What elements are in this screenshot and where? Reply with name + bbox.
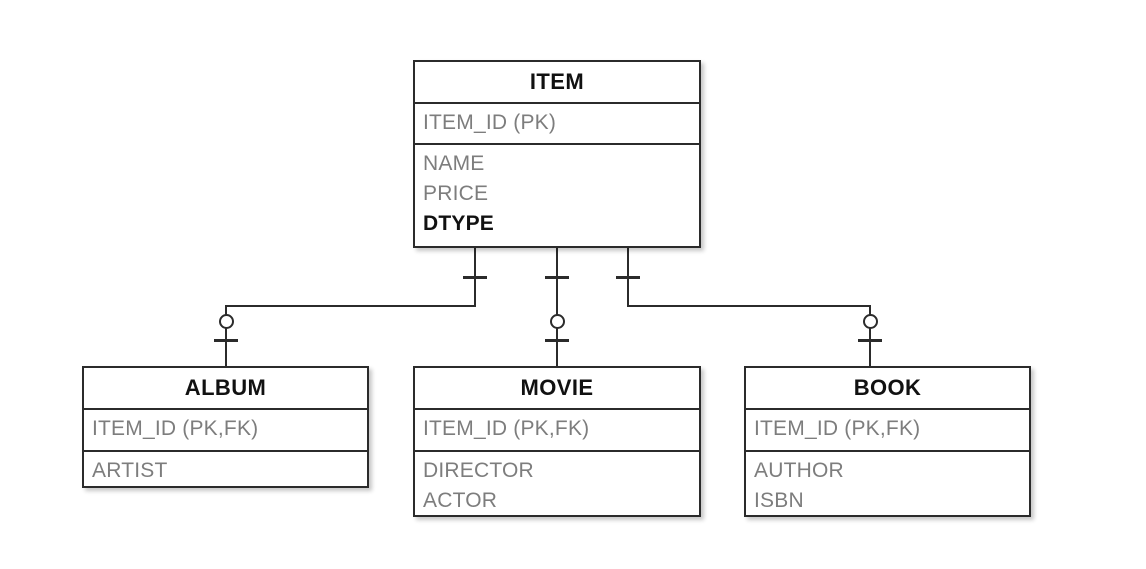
attribute-book-item-id: ITEM_ID (PK,FK) [754,417,921,440]
entity-item[interactable]: ITEM ITEM_ID (PK) NAME PRICE DTYPE [413,60,701,248]
entity-album-attribute-section: ARTIST [84,452,367,492]
entity-album-key-section: ITEM_ID (PK,FK) [84,410,367,452]
entity-item-attribute-section: NAME PRICE DTYPE [415,145,699,244]
cardinality-zero-item-album-child [219,314,234,329]
entity-movie[interactable]: MOVIE ITEM_ID (PK,FK) DIRECTOR ACTOR [413,366,701,517]
entity-movie-attribute-section: DIRECTOR ACTOR [415,452,699,522]
attribute-movie-item-id: ITEM_ID (PK,FK) [423,417,590,440]
entity-album-title: ALBUM [84,368,367,410]
cardinality-zero-item-movie-child [550,314,565,329]
attribute-movie-director: DIRECTOR [423,459,534,482]
cardinality-one-item-book-child [858,339,882,342]
connector-item-book-descent [869,305,871,367]
entity-book-attribute-section: AUTHOR ISBN [746,452,1029,522]
attribute-album-item-id: ITEM_ID (PK,FK) [92,417,259,440]
cardinality-one-item-album-child [214,339,238,342]
cardinality-one-item-movie-child [545,339,569,342]
entity-movie-key-section: ITEM_ID (PK,FK) [415,410,699,452]
cardinality-one-item-album-parent [463,276,487,279]
attribute-book-author: AUTHOR [754,459,844,482]
entity-item-key-section: ITEM_ID (PK) [415,104,699,145]
entity-movie-title: MOVIE [415,368,699,410]
entity-book-title: BOOK [746,368,1029,410]
attribute-movie-actor: ACTOR [423,488,498,512]
connector-item-album-run [225,305,476,307]
entity-album[interactable]: ALBUM ITEM_ID (PK,FK) ARTIST [82,366,369,488]
entity-book-key-section: ITEM_ID (PK,FK) [746,410,1029,452]
cardinality-one-item-book-parent [616,276,640,279]
entity-item-title: ITEM [415,62,699,104]
attribute-item-item-id: ITEM_ID (PK) [423,111,557,134]
attribute-item-price: PRICE [423,181,489,205]
attribute-item-dtype: DTYPE [423,211,495,235]
connector-item-album-descent [225,305,227,367]
connector-item-movie-drop [556,246,558,367]
attribute-book-isbn: ISBN [754,488,804,512]
cardinality-one-item-movie-parent [545,276,569,279]
attribute-album-artist: ARTIST [92,459,168,482]
cardinality-zero-item-book-child [863,314,878,329]
connector-item-book-run [627,305,871,307]
attribute-item-name: NAME [423,152,485,175]
entity-book[interactable]: BOOK ITEM_ID (PK,FK) AUTHOR ISBN [744,366,1031,517]
